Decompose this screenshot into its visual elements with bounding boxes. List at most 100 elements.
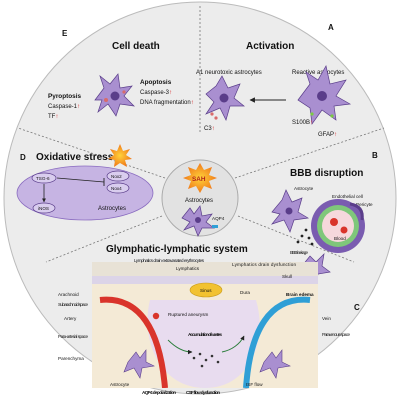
apoptosis-label: Apoptosis xyxy=(140,79,172,86)
reactive-astrocytes-label: Reactive astrocytes xyxy=(292,70,344,76)
astrocytes-label: Astrocytes xyxy=(98,206,126,212)
inos-node xyxy=(32,202,56,214)
astrocyte-label: Astrocyte xyxy=(110,382,130,387)
increase-arrow: ↑ xyxy=(169,90,172,96)
section-glymphatic: Glymphatic-lymphatic system C Lymphatics… xyxy=(58,244,360,395)
para-arterial-label: Para-arterial space xyxy=(58,334,88,339)
debris-icon xyxy=(104,98,108,102)
artery-label: Artery xyxy=(64,316,77,321)
s100b-dot-icon xyxy=(310,112,314,116)
parenchyma-fold xyxy=(147,300,260,388)
astrocyte-icon xyxy=(123,349,155,379)
astrocyte-label: Astrocyte xyxy=(294,186,314,191)
c3-dot-icon xyxy=(214,116,218,120)
gfap-name: GFAP xyxy=(318,132,334,138)
nucleus-icon xyxy=(285,207,293,215)
section-activation: A Activation A1 neurotoxic astrocytes Re… xyxy=(196,23,352,138)
section-bbb-disruption: B BBB disruption Astrocyte Endothelial c… xyxy=(270,151,378,283)
skull-layer xyxy=(92,262,318,276)
nucleus-icon xyxy=(317,91,327,101)
c3-label: C3↑ xyxy=(204,126,215,132)
ruptured-aneurysm-label: Ruptured aneurysm xyxy=(168,312,209,317)
paravenous-label: Paravenous space xyxy=(322,332,350,337)
s100b-label: S100B↑ xyxy=(292,120,313,126)
parenchyma-label: Parenchyma xyxy=(58,356,84,361)
waste-particles xyxy=(192,352,220,368)
endothelial-cell-label: Endothelial cell xyxy=(332,194,363,199)
caspase1-label: Caspase-1↑ xyxy=(48,104,80,110)
nox2-node xyxy=(106,170,130,182)
section-letter-b: B xyxy=(372,151,378,160)
artery-vessel xyxy=(99,296,168,388)
sinus-icon xyxy=(189,282,223,298)
brain-edema-label: Brain edema xyxy=(286,292,314,297)
c3-name: C3 xyxy=(204,126,212,132)
sah-label: SAH xyxy=(192,176,206,183)
isf-flow-label: ISF flow xyxy=(246,382,263,387)
isf-flow-arrow xyxy=(221,335,245,353)
pericyte-icon xyxy=(349,202,364,221)
leakage-dots xyxy=(296,228,314,246)
a1-astrocytes-label: A1 neurotoxic astrocytes xyxy=(196,70,262,76)
astrocytes-label: Astrocytes xyxy=(185,198,213,204)
csf-flow-label: CSF flow dysfunction xyxy=(186,390,220,395)
gfap-label: GFAP↑ xyxy=(318,132,337,138)
section-oxidative-stress: D Oxidative stress TSG-6 Nox2 Nox4 iNOS … xyxy=(16,144,154,221)
section-dividers xyxy=(17,4,385,263)
bbb-disruption-title: BBB disruption xyxy=(290,168,363,179)
tsg6-node xyxy=(31,172,57,184)
vein-label: Vein xyxy=(322,316,331,321)
aqp4-channel-icon xyxy=(212,225,218,228)
dna-fragmentation-label: DNA fragmentation↑ xyxy=(140,100,194,106)
center-hub: SAH Astrocytes AQP4 xyxy=(161,159,239,237)
nox4-node xyxy=(106,182,130,194)
aqp4-label: AQP4 xyxy=(212,216,225,221)
nox2-label: Nox2 xyxy=(111,174,122,179)
stress-burst-icon xyxy=(108,144,132,167)
tsg6-inhibits-nox-line xyxy=(56,177,105,183)
blood-label: Blood xyxy=(334,236,346,241)
caspase3-label: Caspase-3↑ xyxy=(140,90,172,96)
caspase3-name: Caspase-3 xyxy=(140,90,170,96)
center-circle xyxy=(161,159,239,237)
nox4-label: Nox4 xyxy=(111,186,122,191)
c3-dot-icon xyxy=(210,112,214,116)
section-letter-d: D xyxy=(20,153,26,162)
increase-arrow: ↑ xyxy=(191,100,194,106)
dura-layer xyxy=(92,276,318,284)
increase-arrow: ↑ xyxy=(212,126,215,132)
astrocyte-icon xyxy=(259,349,291,379)
pericyte-label: Pericyte xyxy=(356,202,373,207)
dna-fragmentation-name: DNA fragmentation xyxy=(140,100,191,106)
increase-arrow: ↑ xyxy=(334,132,337,138)
glymphatic-title: Glymphatic-lymphatic system xyxy=(106,244,248,255)
increase-arrow: ↑ xyxy=(310,120,313,126)
tf-name: TF xyxy=(48,114,56,120)
dura-label: Dura xyxy=(240,290,250,295)
pyroptosis-label: Pyroptosis xyxy=(48,93,81,100)
vein-vessel xyxy=(243,296,311,388)
bbb-leakage-label: BBB leakage xyxy=(290,250,308,255)
gfap-dot-icon xyxy=(330,114,334,118)
sinus-label: Sinus xyxy=(200,288,212,293)
debris-icon xyxy=(122,90,126,94)
activation-title: Activation xyxy=(246,41,294,52)
nucleus-icon xyxy=(195,217,201,223)
accumulation-label: Accumulation of wastes xyxy=(188,332,222,337)
oxidative-stress-title: Oxidative stress xyxy=(36,152,114,163)
aqp4-depolarization-label: AQP4 depolarization xyxy=(142,390,176,395)
lymph-dysfunction-label: Lymphatics drain dysfunction xyxy=(232,262,296,267)
s100b-name: S100B xyxy=(292,120,310,126)
vessel-lumen xyxy=(322,210,354,242)
lymph-drain-label: Lymphatics drain extravasated erythrocyt… xyxy=(134,258,205,263)
csf-flow-arrow xyxy=(167,339,193,355)
nucleus-icon xyxy=(219,93,229,103)
lymphatics-label: Lymphatics xyxy=(176,266,200,271)
increase-arrow: ↑ xyxy=(55,114,58,120)
sah-burst-icon xyxy=(183,163,217,193)
arachnoid-label: Arachnoid xyxy=(58,292,79,297)
tsg6-label: TSG-6 xyxy=(36,176,50,181)
blood-cell-icon xyxy=(340,226,348,234)
cell-death-title: Cell death xyxy=(112,41,160,52)
